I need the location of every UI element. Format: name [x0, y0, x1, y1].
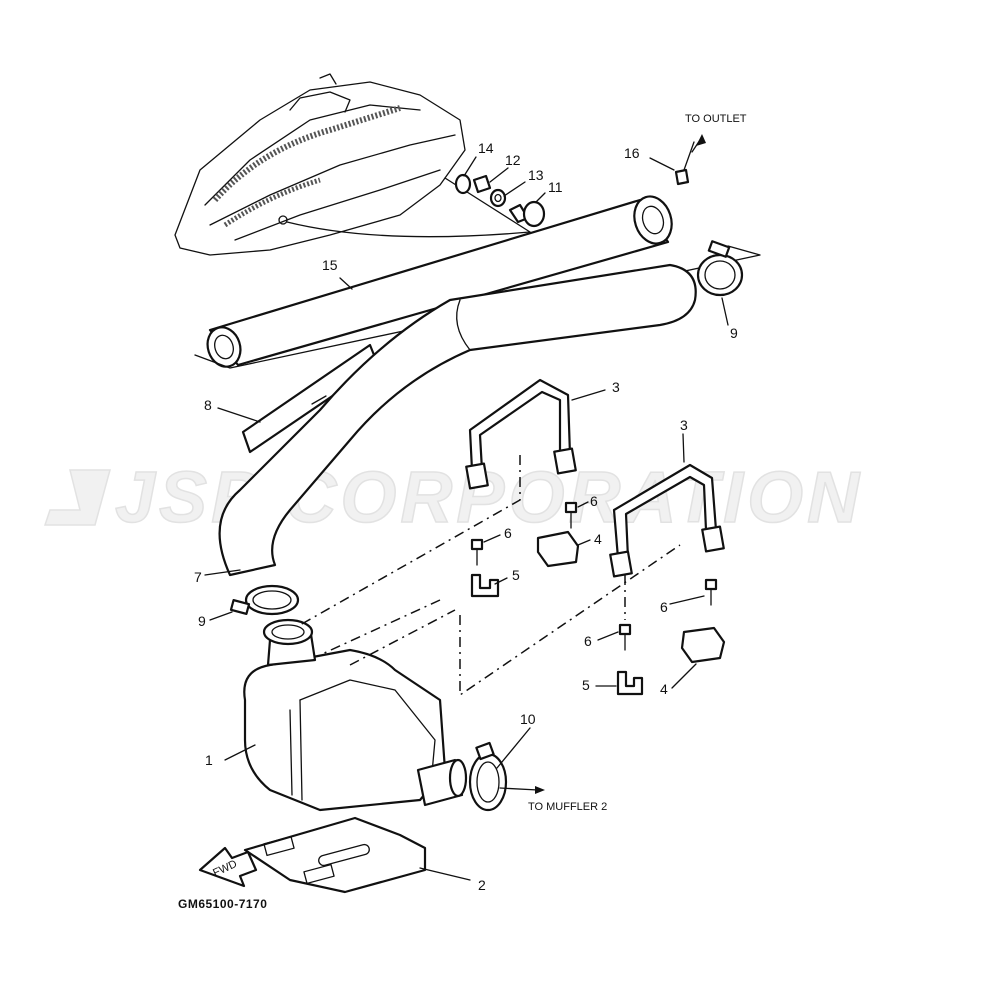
callout-6-a: 6 — [590, 493, 598, 509]
callout-4-lower: 4 — [660, 681, 668, 697]
bracket-5-lower — [616, 670, 644, 696]
bolt-6-a — [564, 501, 578, 529]
callout-13: 13 — [528, 167, 544, 183]
hose-clamp-9-top — [696, 240, 744, 297]
assembly-lines — [299, 455, 681, 697]
to-muffler-label: TO MUFFLER 2 — [528, 801, 607, 813]
direction-arrows — [535, 134, 706, 794]
callout-7: 7 — [194, 569, 202, 585]
callout-6-b: 6 — [504, 525, 512, 541]
callout-10: 10 — [520, 711, 536, 727]
hose-clamp-10 — [468, 741, 508, 812]
callout-16: 16 — [624, 145, 640, 161]
mounting-plate-2 — [243, 816, 427, 894]
strap-3-right — [609, 463, 725, 578]
diagram-code: GM65100-7170 — [178, 897, 267, 911]
callout-numbers: 1 2 3 3 4 4 5 5 6 6 6 6 7 8 9 9 10 11 12… — [194, 140, 738, 893]
rubber-pad-4-lower — [680, 626, 726, 664]
bolt-16 — [674, 141, 695, 186]
to-outlet-label: TO OUTLET — [685, 113, 747, 125]
watermark-logo — [43, 469, 111, 526]
rubber-pad-4-upper — [536, 530, 580, 568]
callout-3-upper: 3 — [612, 379, 620, 395]
callout-2: 2 — [478, 877, 486, 893]
bolt-6-d — [618, 623, 632, 651]
watermark: JSP CORPORATION — [43, 457, 860, 539]
callout-11: 11 — [548, 179, 563, 195]
leader-lines — [204, 139, 729, 881]
bolt-6-c — [704, 578, 718, 606]
fwd-arrow-icon: FWD — [198, 846, 258, 888]
callout-3-lower: 3 — [680, 417, 688, 433]
to-muffler-arrow-icon — [535, 786, 545, 794]
callout-9-bottom: 9 — [198, 613, 206, 629]
callout-15: 15 — [322, 257, 338, 273]
muffler-1 — [243, 618, 468, 812]
callout-8: 8 — [204, 397, 212, 413]
callout-5-lower: 5 — [582, 677, 590, 693]
callout-5-upper: 5 — [512, 567, 520, 583]
fitting-parts-11-14 — [454, 173, 546, 228]
callout-14: 14 — [478, 140, 494, 156]
strap-3-left — [465, 378, 577, 490]
exhaust-pipe-15 — [194, 195, 761, 369]
watercraft-overview — [174, 73, 531, 256]
bracket-5-upper — [470, 573, 500, 598]
callout-6-d: 6 — [584, 633, 592, 649]
callout-1: 1 — [205, 752, 213, 768]
hose-clamp-9-bottom — [229, 584, 300, 616]
callout-4-upper: 4 — [594, 531, 602, 547]
to-outlet-arrow-icon — [696, 134, 706, 146]
callout-6-c: 6 — [660, 599, 668, 615]
callout-12: 12 — [505, 152, 521, 168]
bolt-6-b — [470, 538, 484, 566]
callout-9-top: 9 — [730, 325, 738, 341]
exhaust-hose-7 — [218, 263, 697, 577]
